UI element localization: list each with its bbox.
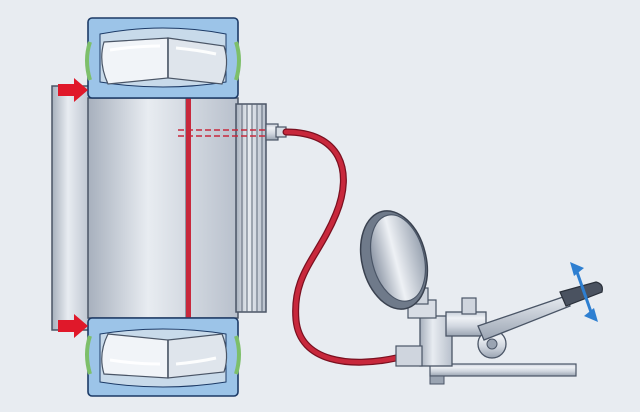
pump-handle <box>477 281 603 341</box>
spherical-rollers-top <box>101 37 228 85</box>
sleeve <box>87 97 239 319</box>
bearing-housing-top <box>85 17 241 99</box>
arrow-up-down-icon <box>570 262 598 322</box>
spherical-rollers-bottom <box>101 333 228 379</box>
oil-groove <box>186 98 191 318</box>
seal-left-bottom <box>85 335 92 375</box>
fitting <box>265 123 287 141</box>
arrow-right-icon <box>58 314 88 338</box>
seal-left-top <box>85 41 92 81</box>
high-pressure-hose <box>282 128 400 366</box>
oil-channel <box>178 129 268 137</box>
shaft <box>51 85 93 331</box>
hand-pump <box>395 297 577 385</box>
seal-right-bottom <box>234 335 241 375</box>
pressure-gauge <box>359 210 429 310</box>
bearing-housing-bottom <box>85 317 241 397</box>
threaded-nut <box>235 103 267 313</box>
seal-right-top <box>234 41 241 81</box>
arrow-right-icon <box>58 78 88 102</box>
